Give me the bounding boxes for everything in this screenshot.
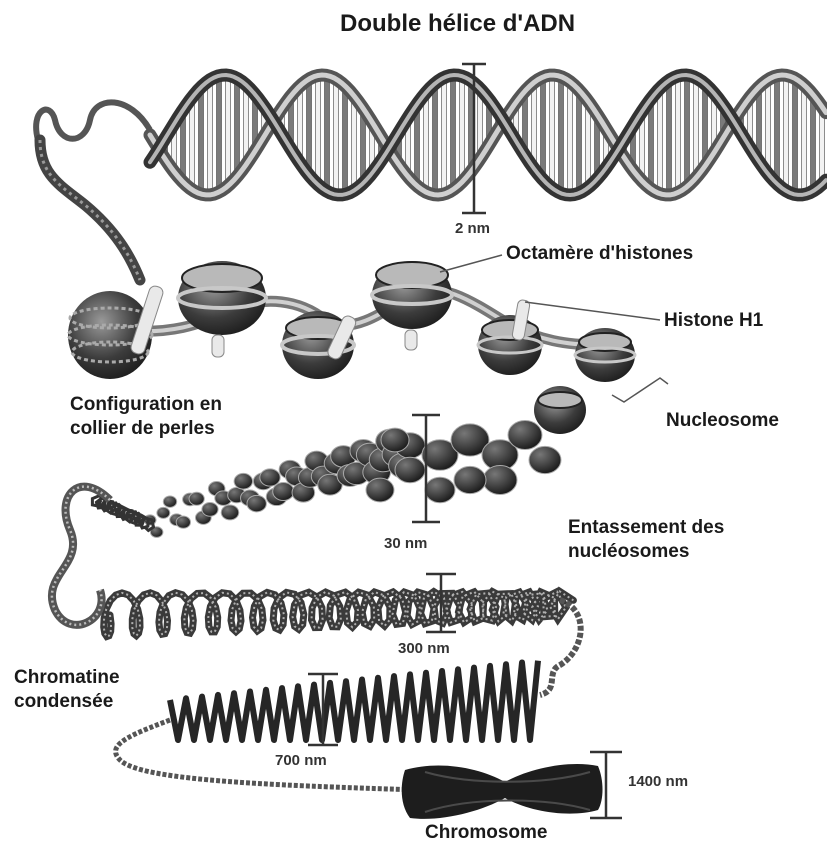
dna-linker-descending [40,140,140,280]
fiber-bead [425,477,455,503]
base-pair-rung [811,95,816,191]
nucleosome [478,315,542,375]
base-pair-rung [577,90,582,193]
fiber-bead [202,503,218,517]
base-pair-rung [190,97,195,189]
base-pair-rung [208,80,213,195]
fiber-bead [234,473,252,489]
nucleosome [575,328,635,382]
fiber-bead [157,507,170,518]
base-pair-rung [766,80,771,174]
base-pair-rung [559,77,564,194]
fiber-bead [529,446,561,473]
base-pair-rung [235,78,240,176]
dna-double-helix [36,75,826,195]
base-pair-rung [226,75,231,186]
chromosome-label: Chromosome [425,822,547,844]
nucleosome [534,386,586,434]
chromosome-width-label: 1400 nm [628,773,688,790]
condensed-chromatin-coil [170,661,538,740]
base-pair-rung [568,82,573,195]
condensed-chromatin-label: Chromatine condensée [14,666,120,714]
chromatin-looped-domains [104,591,574,636]
beads-label-line1: Configuration en [70,393,222,417]
base-pair-rung [442,78,447,194]
fiber-bead [483,466,517,495]
fiber-bead [260,469,280,486]
base-pair-rung [343,86,348,194]
dna-coil-left [36,102,150,140]
fiber-bead [163,496,176,507]
chromosome [402,764,603,819]
fiber-bead [381,428,409,452]
fiber-bead [221,505,239,520]
base-pair-rung [694,78,699,178]
nucleosome-label: Nucleosome [666,410,779,432]
label-leader-lines [440,255,668,402]
beads-label-line2: collier de perles [70,417,222,441]
base-pair-rung [541,77,546,180]
condensed-label-line1: Chromatine [14,666,120,690]
fiber-bead [247,495,266,511]
nucleosome [178,261,266,335]
condensed-width-label: 700 nm [275,752,327,769]
base-pair-rung [460,76,465,182]
base-pair-rung [451,75,456,190]
beads-on-string-label: Configuration en collier de perles [70,393,222,441]
base-pair-rung [352,96,357,191]
base-pair-rung [424,93,429,192]
fiber-leading-coil [92,496,153,531]
base-pair-rung [199,87,204,194]
nucleosome [372,261,452,329]
octamer-label: Octamère d'histones [506,243,693,265]
fiber-bead [189,492,204,505]
base-pair-rung [802,85,807,195]
stacking-label-line1: Entassement des [568,516,724,540]
base-pair-rung [307,79,312,175]
base-pair-rung [550,75,555,188]
base-pair-rung [784,75,789,191]
base-pair-rung [217,76,222,192]
histone-h1-label: Histone H1 [664,310,763,332]
fiber-bead [508,421,542,450]
dna-width-label: 2 nm [455,220,490,237]
figure-title: Double hélice d'ADN [340,10,575,38]
condensed-chromatin-tail [116,720,420,790]
fiber-bead [395,457,425,483]
stacking-label: Entassement des nucléosomes [568,516,724,564]
fiber-bead [454,466,486,493]
base-pair-rung [676,76,681,193]
base-pair-rung [667,80,672,194]
base-pair-rung [658,88,663,194]
loops-width-label: 300 nm [398,640,450,657]
base-pair-rung [334,79,339,195]
fiber-bead [366,478,394,502]
base-pair-rung [325,75,330,191]
base-pair-rung [685,75,690,187]
base-pair-rung [316,75,321,184]
base-pair-rung [775,76,780,184]
stacking-label-line2: nucléosomes [568,540,724,564]
fiber-bead [176,516,190,528]
base-pair-rung [433,84,438,195]
fiber-bead [273,482,294,500]
fiber-width-label: 30 nm [384,535,427,552]
base-pair-rung [793,78,798,194]
condensed-label-line2: condensée [14,690,120,714]
